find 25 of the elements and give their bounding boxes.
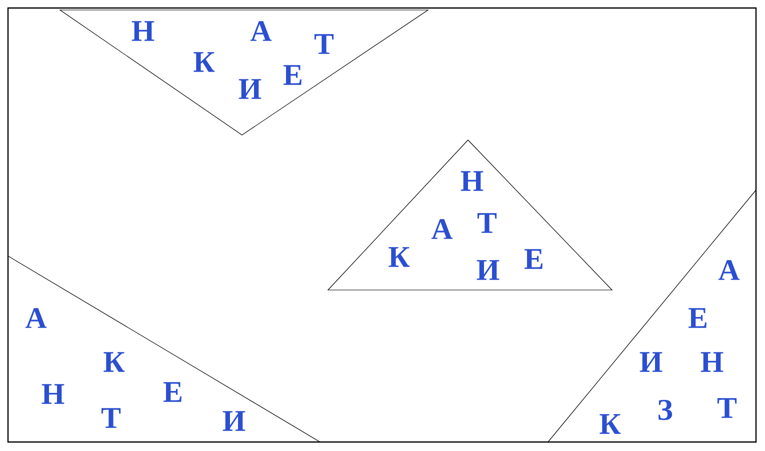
letter: Т <box>717 398 737 418</box>
letter: Н <box>132 21 154 41</box>
letter: Е <box>164 382 182 402</box>
letter: А <box>431 219 453 239</box>
letter: И <box>640 352 662 372</box>
letter: К <box>194 52 215 72</box>
letter: Т <box>101 408 121 428</box>
letter: А <box>250 21 272 41</box>
letter: К <box>104 352 125 372</box>
letter: К <box>600 414 621 434</box>
letter: Е <box>524 249 542 269</box>
letter: З <box>658 400 672 420</box>
letter: Н <box>42 384 64 404</box>
letter: А <box>25 308 47 328</box>
letter: Т <box>477 213 497 233</box>
letter: Е <box>284 65 302 85</box>
letter: К <box>388 247 410 267</box>
letter: И <box>476 260 500 280</box>
letter: Т <box>314 34 334 54</box>
letter: И <box>238 79 262 99</box>
letter: Е <box>688 308 706 328</box>
letter: А <box>718 260 740 280</box>
letter: И <box>222 411 246 431</box>
letter: Н <box>460 171 484 191</box>
letter: Н <box>700 352 724 372</box>
